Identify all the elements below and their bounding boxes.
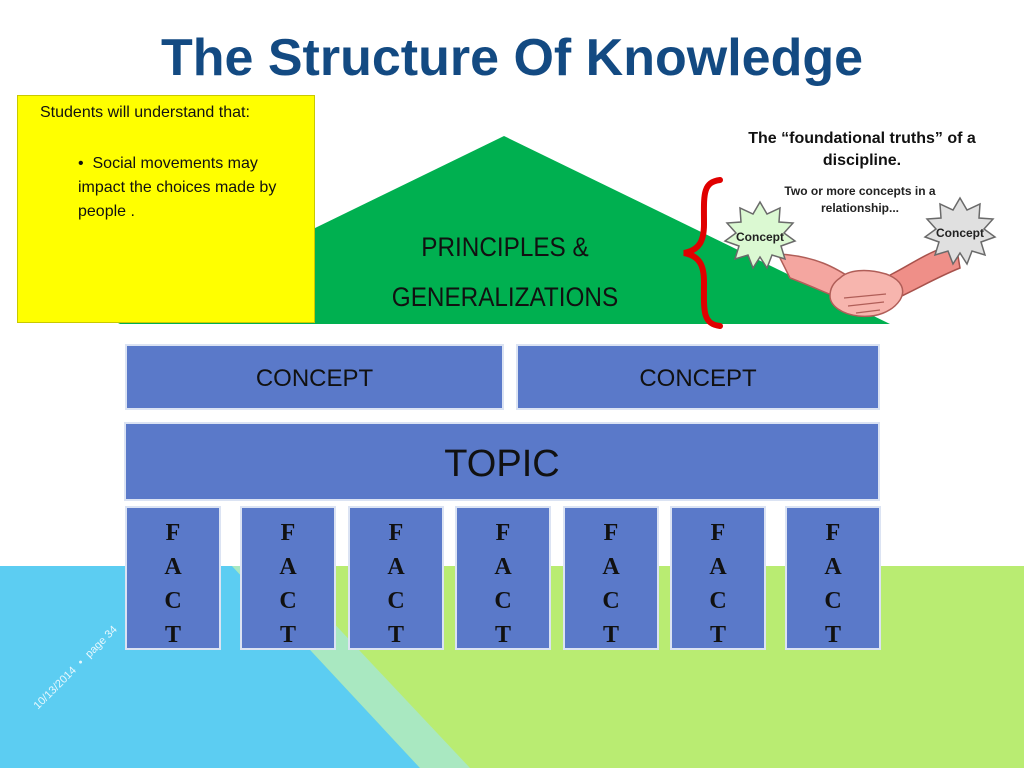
- fact-letter: F: [280, 520, 296, 546]
- callout-text: The “foundational truths” of a disciplin…: [748, 130, 976, 169]
- fact-letter: A: [602, 554, 620, 580]
- concept-badge-right: Concept: [936, 226, 984, 240]
- page-title: The Structure Of Knowledge: [160, 29, 864, 87]
- concept-block-left: CONCEPT: [127, 346, 502, 408]
- hands-shape: [829, 269, 904, 318]
- fact-letter: T: [824, 622, 841, 648]
- fact-letter: C: [164, 588, 182, 614]
- fact-letter: A: [387, 554, 405, 580]
- fact-letter: F: [710, 520, 726, 546]
- fact-letter: C: [709, 588, 727, 614]
- fact-letter: A: [824, 554, 842, 580]
- fact-letter: C: [494, 588, 512, 614]
- fact-letter: F: [825, 520, 841, 546]
- fact-letter: F: [165, 520, 181, 546]
- fact-letter: T: [602, 622, 619, 648]
- fact-letter: A: [709, 554, 727, 580]
- fact-letter: A: [279, 554, 297, 580]
- fact-letter: F: [495, 520, 511, 546]
- handshake-illustration: [723, 196, 997, 318]
- fact-letter: T: [279, 622, 296, 648]
- fact-letter: C: [387, 588, 405, 614]
- fact-letter: C: [602, 588, 620, 614]
- roof-label-line1: PRINCIPLES &: [421, 232, 589, 262]
- fact-letter: T: [164, 622, 181, 648]
- fact-letter: A: [164, 554, 182, 580]
- footer-separator: •: [75, 656, 87, 669]
- fact-letter: C: [824, 588, 842, 614]
- fact-letter: T: [387, 622, 404, 648]
- fact-letter: F: [603, 520, 619, 546]
- ground-blue: [0, 566, 420, 768]
- objective-heading: Students will understand that:: [40, 104, 250, 121]
- handshake-caption: Two or more concepts in a relationship..…: [784, 184, 936, 215]
- objective-note: Students will understand that: • Social …: [17, 95, 315, 323]
- fact-letter: T: [709, 622, 726, 648]
- concept-burst-left: [723, 200, 797, 270]
- objective-bullet: • Social movements may impact the choice…: [78, 155, 277, 220]
- fact-letter: F: [388, 520, 404, 546]
- concept-burst-right: [923, 196, 997, 266]
- roof-label-line2: GENERALIZATIONS: [391, 282, 619, 312]
- curly-brace-icon: [683, 177, 723, 329]
- fact-letter: A: [494, 554, 512, 580]
- concept-badge-left: Concept: [736, 230, 784, 244]
- fact-letter: C: [279, 588, 297, 614]
- objective-bullet-text: Social movements may impact the choices …: [78, 155, 277, 220]
- fact-letter: T: [494, 622, 511, 648]
- topic-block: TOPIC: [126, 424, 878, 499]
- concept-block-right: CONCEPT: [518, 346, 878, 408]
